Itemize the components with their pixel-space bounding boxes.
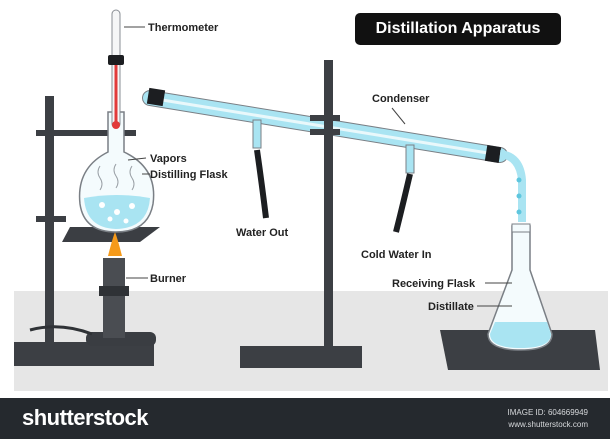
- title-banner: Distillation Apparatus: [355, 13, 561, 45]
- burner-tube: [103, 258, 125, 338]
- burner-collar: [99, 286, 129, 296]
- label-distillate: Distillate: [428, 301, 474, 313]
- gas-hose: [29, 325, 93, 336]
- bubble: [99, 202, 105, 208]
- condenser-stopper-right: [484, 145, 502, 163]
- label-distilling-flask: Distilling Flask: [150, 169, 229, 181]
- condenser-clamp: [310, 115, 340, 121]
- bubble: [114, 209, 120, 215]
- label-condenser: Condenser: [372, 93, 430, 105]
- left-clamp-arm: [36, 130, 136, 136]
- left-lower-clamp: [36, 216, 66, 222]
- leader-line: [391, 107, 406, 125]
- leader-line: [127, 157, 147, 161]
- receiving-flask: [487, 225, 553, 351]
- water-in-hose: [393, 173, 413, 233]
- bubble: [129, 203, 135, 209]
- burner-flame: [108, 232, 122, 256]
- label-receiving-flask: Receiving Flask: [392, 278, 476, 290]
- diagram-canvas: Thermometer Condenser Vapors Distilling …: [14, 9, 608, 391]
- middle-stand-rod: [324, 60, 333, 350]
- water-in-port: [405, 144, 415, 174]
- page-title: Distillation Apparatus: [375, 20, 541, 37]
- receiving-flask-neck: [511, 223, 531, 233]
- distillate-liquid: [490, 322, 551, 348]
- label-water-out: Water Out: [236, 227, 288, 239]
- distillate-drop: [516, 177, 522, 183]
- label-thermometer: Thermometer: [148, 22, 219, 34]
- water-out-hose: [254, 149, 269, 219]
- vapor-line: [97, 165, 103, 191]
- water-out-port: [252, 119, 262, 149]
- adapter-tube: [499, 150, 526, 222]
- shutterstock-logo: shutterstock: [22, 405, 149, 430]
- wire-gauze-platform: [62, 227, 160, 242]
- site-url-text: www.shutterstock.com: [508, 420, 588, 429]
- label-burner: Burner: [150, 273, 187, 285]
- footer-bar: shutterstock IMAGE ID: 604669949 www.shu…: [0, 398, 610, 439]
- label-cold-water-in: Cold Water In: [361, 249, 432, 261]
- thermometer-mercury: [114, 60, 118, 122]
- bubble: [123, 218, 129, 224]
- label-vapors: Vapors: [150, 153, 187, 165]
- image-id-text: IMAGE ID: 604669949: [507, 408, 589, 417]
- thermometer-stopper: [108, 55, 124, 65]
- vapor-line: [113, 163, 119, 189]
- distillate-drop: [516, 193, 522, 199]
- condenser-stopper-left: [146, 87, 166, 107]
- distillate-drop: [516, 209, 522, 215]
- middle-stand-base: [240, 346, 362, 368]
- thermometer-bulb: [112, 121, 120, 129]
- condenser-clamp: [310, 129, 340, 135]
- vapor-line: [129, 165, 135, 191]
- bubble: [107, 216, 113, 222]
